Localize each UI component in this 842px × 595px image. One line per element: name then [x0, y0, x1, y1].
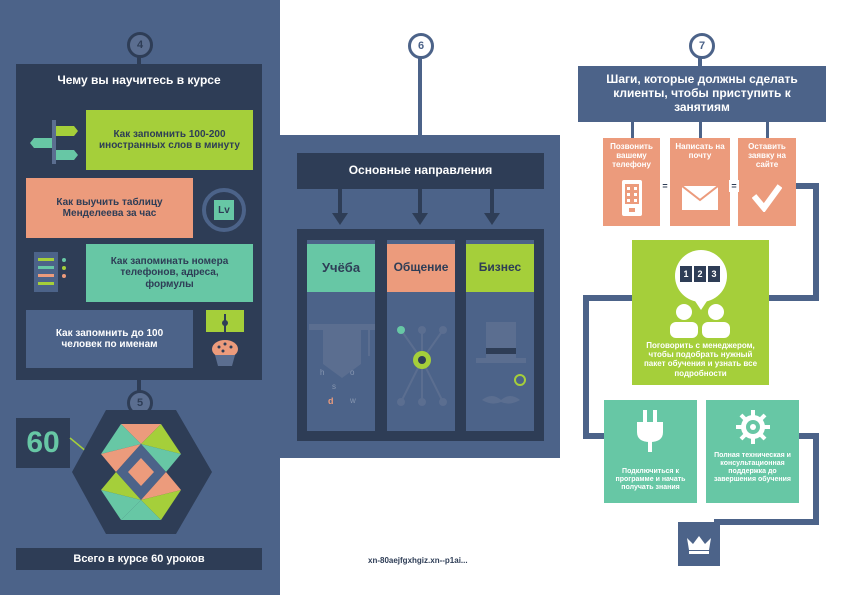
digit-3: 3 [708, 266, 720, 282]
section-7-title: Шаги, которые должны сделать клиенты, чт… [578, 66, 826, 122]
letter-h: h [320, 368, 325, 377]
cupcake-icon [212, 340, 238, 366]
section-5-footer: Всего в курсе 60 уроков [16, 548, 262, 570]
digit-2: 2 [694, 266, 706, 282]
name-tag-icon [206, 310, 244, 334]
step-7-connector [698, 54, 702, 66]
element-tile-icon: Lv [202, 188, 246, 232]
support-text: Полная техническая и консультационная по… [714, 452, 791, 484]
step-6-badge: 6 [408, 33, 434, 59]
item-1-card: Как запомнить 100-200 иностранных слов в… [86, 110, 253, 170]
step-5-connector [137, 380, 141, 394]
option-site-card [738, 138, 796, 226]
crown-icon [687, 536, 711, 554]
option-email-label: Написать на почту [675, 142, 725, 161]
option-site-label: Оставить заявку на сайте [748, 142, 786, 170]
card-communication: Общение [387, 244, 455, 292]
graduation-cap-icon [309, 324, 375, 378]
top-hat-icon [476, 322, 526, 404]
letter-s: s [332, 382, 336, 391]
phone-list-icon [34, 252, 66, 292]
hexagon-mosaic-icon [69, 410, 212, 534]
letter-w: w [350, 396, 356, 405]
equals-sign-2: = [729, 180, 739, 192]
lessons-count-badge: 60 [16, 418, 70, 468]
letter-o: o [350, 368, 355, 377]
item-2-card: Как выучить таблицу Менделеева за час [26, 178, 193, 238]
envelope-icon [682, 186, 718, 210]
option-connector-3 [766, 122, 769, 138]
step-4-badge: 4 [127, 32, 153, 58]
option-call-label: Позвонить вашему телефону [610, 142, 653, 170]
item-4-card: Как запомнить до 100 человек по именам [26, 310, 193, 368]
section-4-title: Чему вы научитесь в курсе [57, 73, 221, 88]
digit-1: 1 [680, 266, 692, 282]
option-connector-1 [631, 122, 634, 138]
card-business: Бизнес [466, 244, 534, 292]
network-icon [397, 326, 447, 406]
plug-icon [637, 410, 663, 452]
manager-text: Поговорить с менеджером, чтобы подобрать… [643, 341, 758, 378]
step-7-badge: 7 [689, 33, 715, 59]
item-3-card: Как запоминать номера телефонов, адреса,… [86, 244, 253, 302]
section-6-title: Основные направления [297, 153, 544, 189]
step-6-connector [418, 54, 422, 136]
option-email-card [670, 138, 730, 226]
element-symbol: Lv [214, 200, 234, 220]
people-icon [670, 304, 730, 338]
option-connector-2 [699, 122, 702, 138]
step-4-connector [137, 50, 141, 66]
digit-tiles: 1 2 3 [680, 266, 720, 282]
footer-url: xn-80aejfgxhgiz.xn--p1ai... [368, 556, 468, 565]
gear-icon [736, 410, 770, 444]
connect-text: Подключиться к программе и начать получа… [615, 468, 686, 492]
arrow-down-icons [332, 189, 500, 225]
equals-sign-1: = [660, 180, 670, 192]
letter-d: d [328, 396, 334, 406]
signpost-icon [30, 120, 78, 164]
phone-icon [622, 180, 642, 216]
checkmark-icon [752, 184, 782, 212]
card-study: Учёба [307, 244, 375, 292]
